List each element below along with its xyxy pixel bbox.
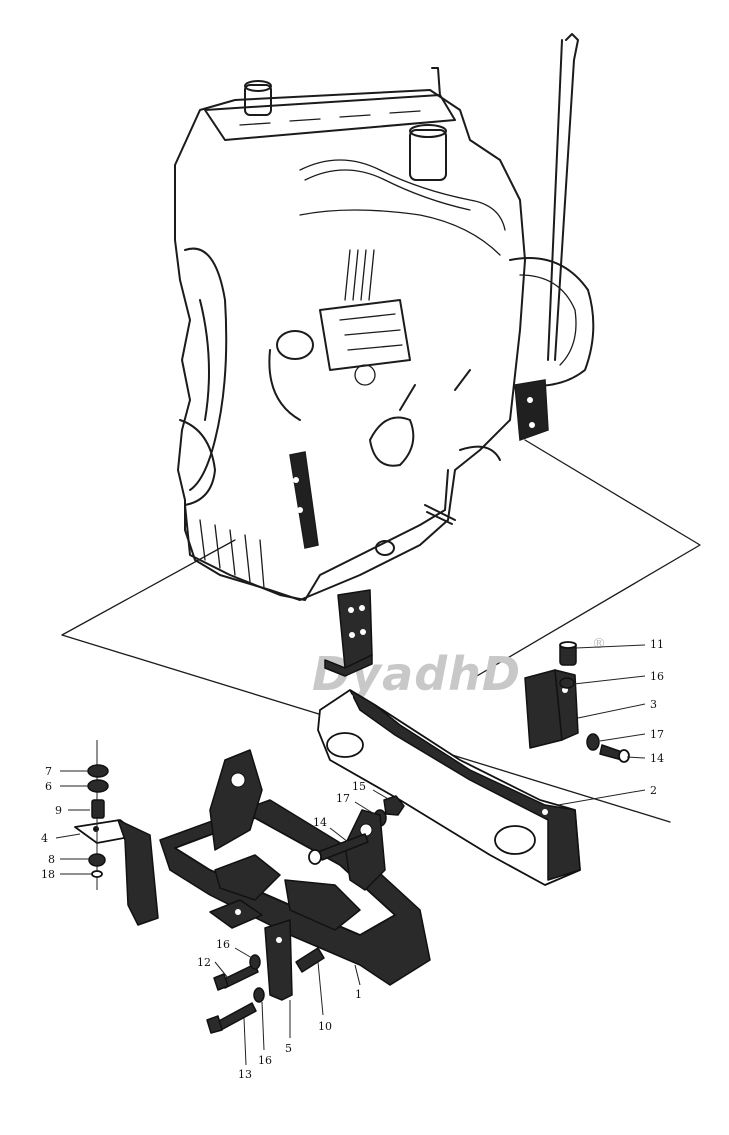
injection-pump <box>319 299 411 371</box>
callout-11: 11 <box>650 638 664 651</box>
part-9-spring <box>91 799 105 819</box>
part-13-bolt <box>206 1002 257 1034</box>
part-16-washer-top <box>559 677 575 689</box>
part-7-nut <box>87 764 109 778</box>
callout-16: 16 <box>258 1054 272 1067</box>
part-11-bolt <box>559 641 577 666</box>
callout-5: 5 <box>285 1042 292 1055</box>
upper-small-bracket <box>324 589 373 677</box>
part-12-bolt <box>213 963 259 991</box>
bracket-ear-right <box>344 809 386 891</box>
callout-3: 3 <box>650 698 657 711</box>
callout-17: 17 <box>650 728 664 741</box>
callout-12: 12 <box>197 956 211 969</box>
oil-filler-cap <box>409 129 447 181</box>
callout-18: 18 <box>41 868 55 881</box>
callout-17: 17 <box>336 792 350 805</box>
callout-2: 2 <box>650 784 657 797</box>
engine-block <box>174 89 526 601</box>
oil-sump <box>184 469 449 601</box>
part-1-main-bracket <box>159 749 431 986</box>
registered-mark: ® <box>592 636 606 652</box>
callout-6: 6 <box>45 780 52 793</box>
part-15-nut <box>383 795 405 816</box>
part-10-spacer <box>295 947 325 973</box>
callout-8: 8 <box>48 853 55 866</box>
engine-mount-plate-right <box>514 379 549 442</box>
part-6-washer <box>87 779 109 793</box>
callout-10: 10 <box>318 1020 332 1033</box>
engine-mount-plate-left <box>289 451 319 549</box>
bracket-ear-left <box>209 749 263 851</box>
timing-cover <box>184 247 228 491</box>
callout-labels: 11 16 3 17 14 2 15 17 14 7 6 9 4 8 18 16… <box>41 638 664 1081</box>
leader-lines <box>55 644 646 1066</box>
part-18-pin <box>91 870 103 878</box>
part-2-cross-member <box>317 689 581 886</box>
part-8-washer <box>88 853 106 867</box>
part-3-angle-bracket <box>524 669 579 749</box>
part-14-bolt-left <box>308 833 369 865</box>
dipstick <box>554 33 579 361</box>
callout-14: 14 <box>313 816 327 829</box>
fuel-pipe <box>299 159 506 231</box>
callout-16: 16 <box>216 938 230 951</box>
callout-14: 14 <box>650 752 664 765</box>
part-14-bolt-right <box>586 733 630 763</box>
left-fastener-stack <box>87 740 109 890</box>
callout-1: 1 <box>355 988 362 1001</box>
part-16-washer-low <box>253 987 265 1003</box>
callout-4: 4 <box>41 832 48 845</box>
part-5-plate <box>209 899 293 1001</box>
valve-cover <box>204 94 456 141</box>
part-16-washer-mid <box>249 954 261 970</box>
engine-assembly <box>174 33 595 601</box>
callout-16: 16 <box>650 670 664 683</box>
callout-15: 15 <box>352 780 366 793</box>
callout-7: 7 <box>45 765 52 778</box>
flywheel-housing <box>509 257 595 387</box>
callout-9: 9 <box>55 804 62 817</box>
part-4-left-bracket <box>74 819 159 926</box>
callout-13: 13 <box>238 1068 252 1081</box>
